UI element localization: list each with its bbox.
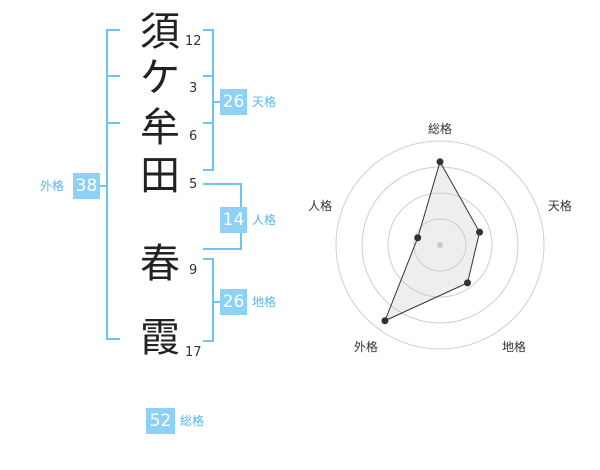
tenkaku-bracket-mid2	[203, 122, 214, 124]
radar-point-1	[436, 158, 444, 166]
stroke-count-6: 17	[185, 345, 202, 360]
name-char-1: 須	[140, 9, 180, 55]
chikaku-value-badge: 26	[220, 289, 247, 315]
radar-series-polygon	[384, 160, 481, 322]
stroke-count-2: 3	[189, 81, 198, 96]
gaikaku-label: 外格	[40, 179, 65, 193]
soukaku-label: 総格	[180, 414, 205, 428]
name-char-6: 霞	[140, 315, 180, 361]
tenkaku-bracket	[212, 29, 214, 171]
radar-ring	[413, 218, 467, 272]
tenkaku-bracket-mid1	[203, 75, 214, 77]
gaikaku-bracket	[106, 29, 108, 340]
gaikaku-bracket-tick-1	[106, 75, 120, 77]
chikaku-bracket-top	[203, 258, 214, 260]
chikaku-bracket	[212, 258, 214, 342]
name-char-3: 牟	[140, 105, 180, 151]
radar-axis-label-4: 外格	[354, 339, 378, 354]
gaikaku-connector	[100, 185, 108, 187]
radar-point-4	[381, 317, 389, 325]
tenkaku-connector	[212, 101, 220, 103]
radar-axis-label-5: 人格	[308, 198, 332, 213]
chikaku-connector	[212, 301, 220, 303]
radar-ring	[387, 192, 493, 298]
tenkaku-label: 天格	[252, 95, 277, 109]
tenkaku-bracket-top	[203, 29, 214, 31]
jinkaku-bracket-top	[203, 183, 242, 185]
jinkaku-bracket-bottom	[203, 248, 242, 250]
tenkaku-value-badge: 26	[220, 89, 247, 115]
chikaku-bracket-bottom	[203, 340, 214, 342]
tenkaku-bracket-bottom	[203, 169, 214, 171]
radar-axis-label-2: 天格	[548, 198, 572, 213]
name-char-2: ケ	[140, 55, 180, 101]
stroke-count-1: 12	[185, 34, 202, 49]
radar-ring	[361, 166, 519, 324]
gaikaku-bracket-tick-2	[106, 122, 120, 124]
stroke-count-4: 5	[189, 177, 198, 192]
stroke-count-5: 9	[189, 263, 198, 278]
chikaku-label: 地格	[252, 295, 277, 309]
gaikaku-bracket-bottom	[106, 338, 120, 340]
radar-axis-label-3: 地格	[502, 339, 526, 354]
radar-point-3	[464, 279, 472, 287]
name-char-4: 田	[140, 153, 180, 199]
radar-ring	[335, 140, 545, 350]
stroke-count-3: 6	[189, 129, 198, 144]
name-char-5: 春	[140, 241, 180, 287]
jinkaku-label: 人格	[252, 213, 277, 227]
radar-point-2	[476, 228, 484, 236]
jinkaku-value-badge: 14	[220, 207, 247, 233]
gaikaku-value-badge: 38	[73, 173, 100, 199]
soukaku-value-badge: 52	[146, 408, 175, 434]
radar-axis-label-1: 総格	[428, 121, 452, 136]
gaikaku-bracket-top	[106, 29, 120, 31]
radar-point-5	[414, 234, 422, 242]
radar-center	[437, 242, 443, 248]
